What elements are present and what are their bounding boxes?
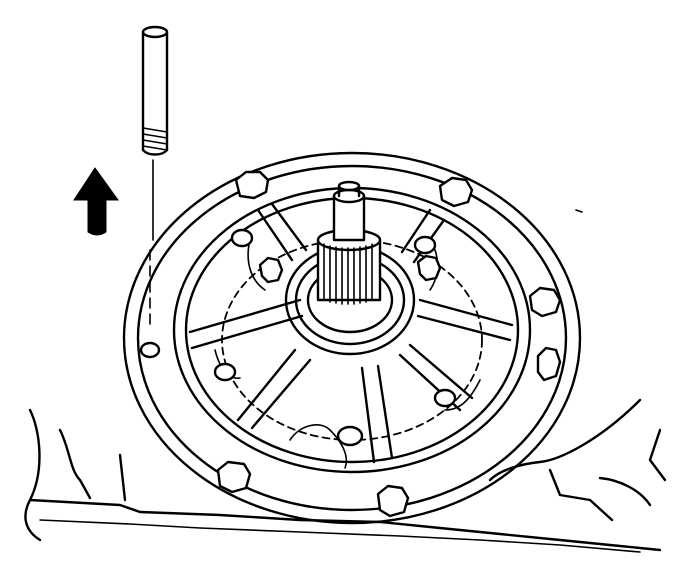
case xyxy=(24,398,667,553)
pump-bolt xyxy=(258,256,284,284)
stator-shaft xyxy=(284,180,416,356)
pump-bolt xyxy=(416,254,442,282)
pump-bolt xyxy=(438,176,474,208)
pump-bolt xyxy=(376,484,410,518)
removal-direction-arrow xyxy=(73,167,119,236)
pump-bolt xyxy=(536,346,562,382)
guide-pin xyxy=(141,25,169,331)
pump-bolt xyxy=(528,286,562,318)
stray-mark xyxy=(575,209,583,213)
pump-housing xyxy=(122,151,582,525)
pump-bolt xyxy=(216,460,252,494)
pump-bolt xyxy=(234,170,270,200)
pump-bolts xyxy=(216,170,562,518)
